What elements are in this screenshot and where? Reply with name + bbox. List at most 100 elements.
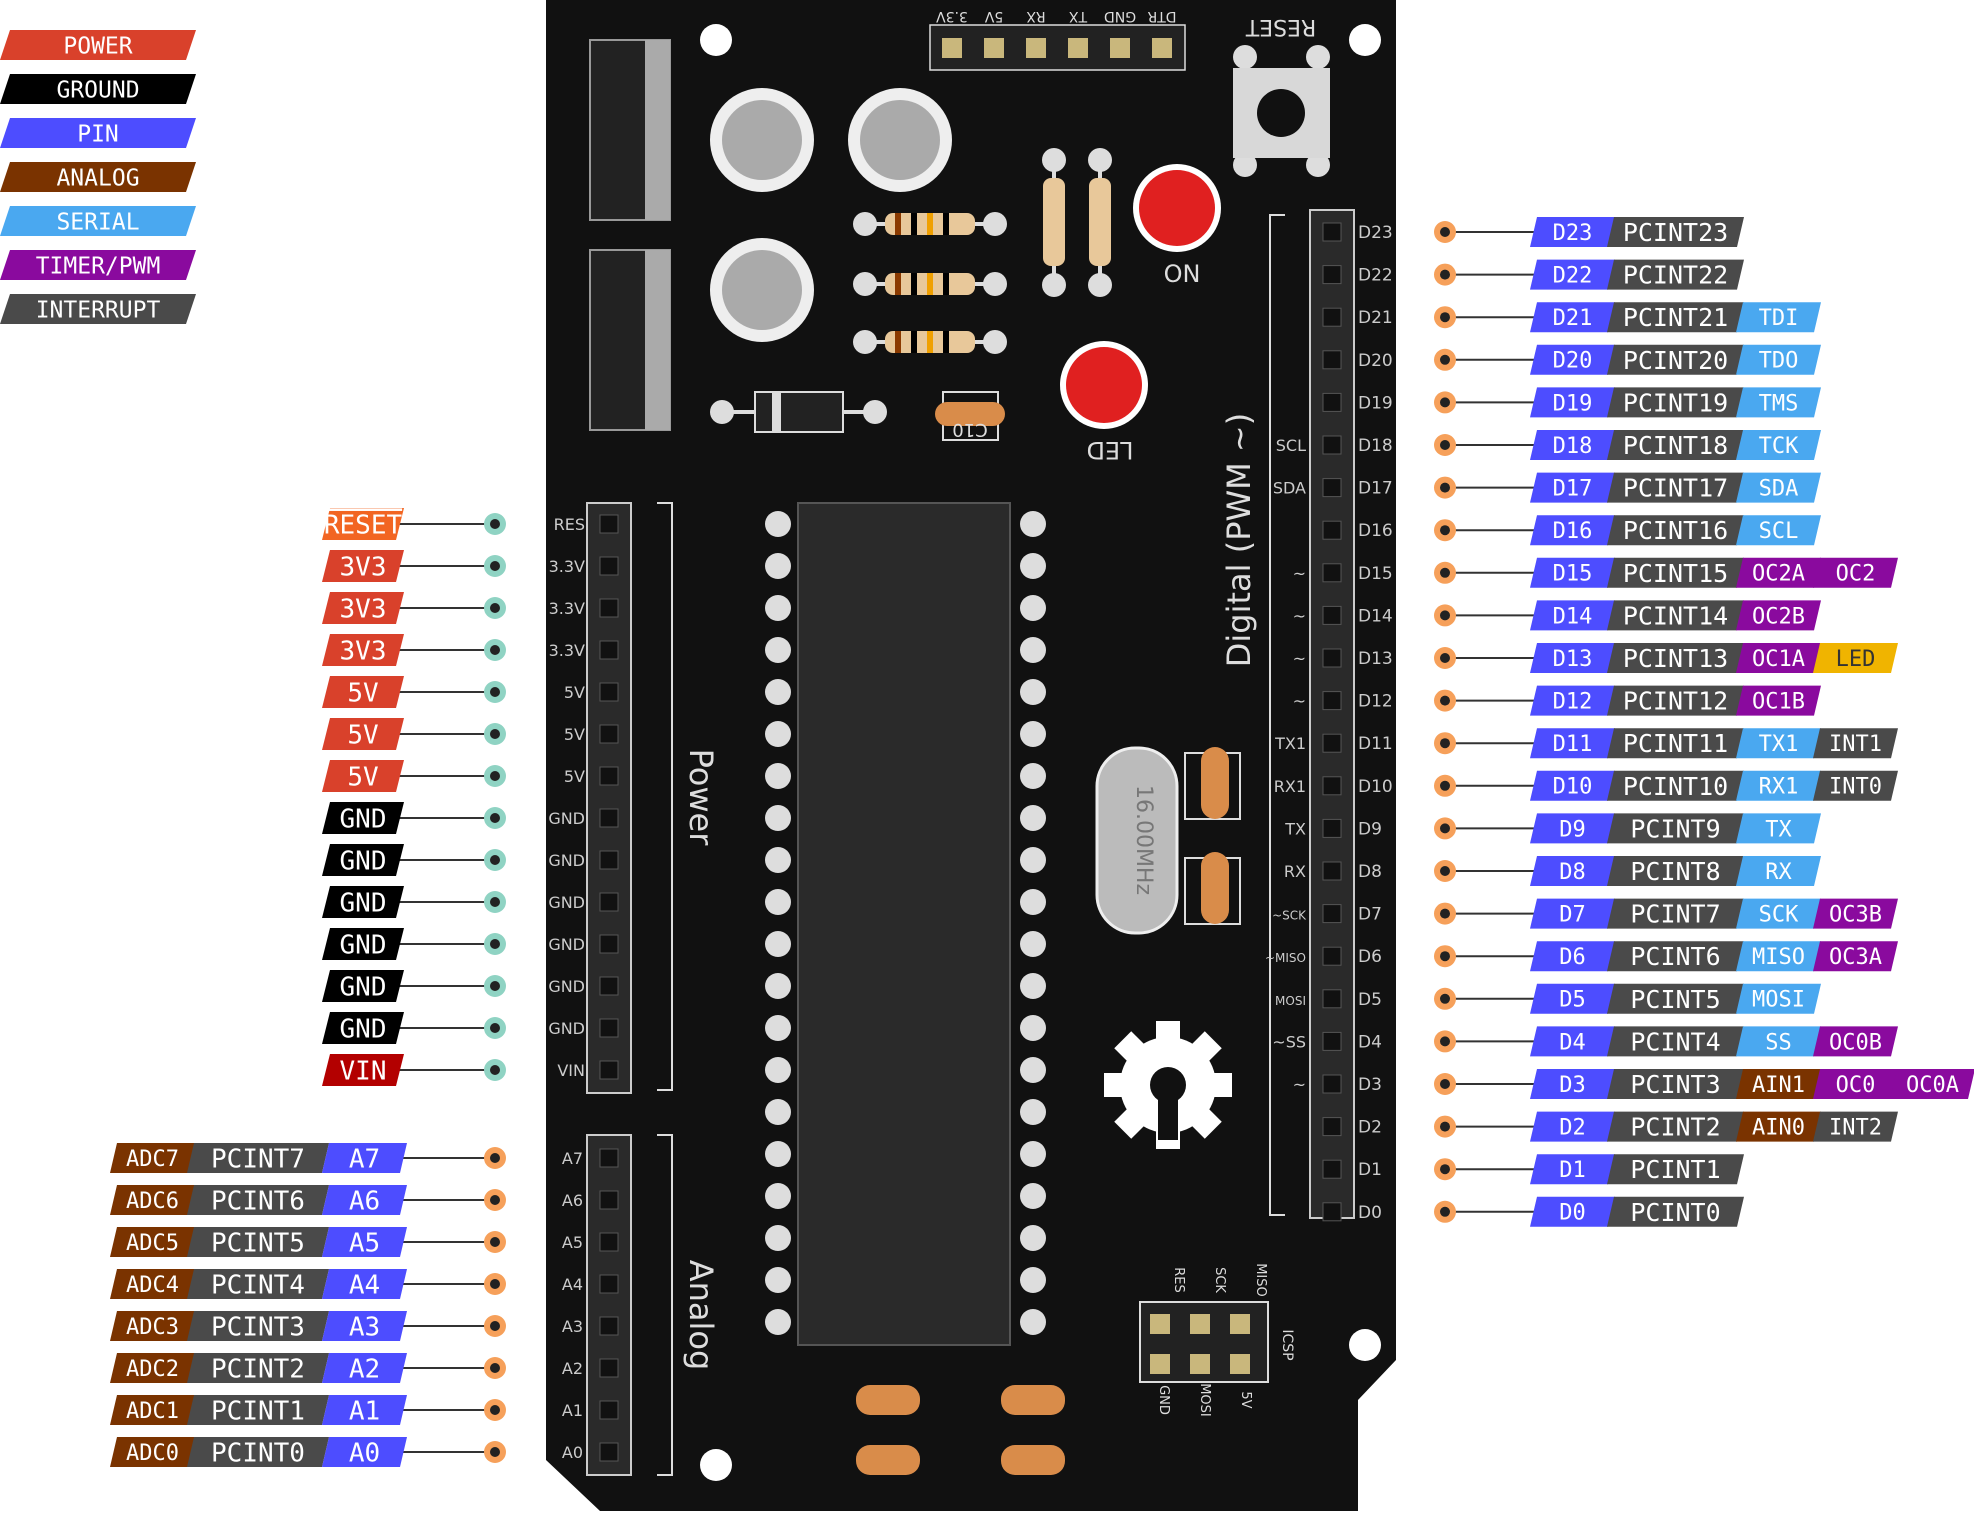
digital-side-label: RX1 bbox=[1274, 777, 1306, 796]
power-pin-5v-text: 5V bbox=[347, 720, 378, 750]
top-header-label: RX bbox=[1026, 8, 1046, 24]
power-header-pin bbox=[599, 1060, 619, 1080]
power-pin-vin-text: VIN bbox=[340, 1056, 387, 1086]
digital-board-label: D11 bbox=[1358, 734, 1393, 754]
digital-pin-tag-text: D6 bbox=[1559, 945, 1586, 970]
power-board-label: GND bbox=[548, 809, 585, 828]
power-pin-3v3-text: 3V3 bbox=[340, 552, 387, 582]
digital-board-label: D0 bbox=[1358, 1203, 1382, 1223]
digital-pin-tag-bg bbox=[1530, 302, 1615, 333]
analog-header-pin bbox=[599, 1442, 619, 1462]
digital-pcint-tag-bg bbox=[1607, 770, 1744, 801]
power-board-label: GND bbox=[548, 893, 585, 912]
digital-pcint-tag: PCINT12 bbox=[1607, 685, 1744, 716]
power-pin-vin: VIN bbox=[322, 1054, 404, 1086]
icsp-pin bbox=[1150, 1354, 1170, 1374]
power-pin-gnd-bg bbox=[322, 802, 404, 834]
icsp-pin bbox=[1150, 1314, 1170, 1334]
digital-pcint-tag: PCINT18 bbox=[1607, 430, 1744, 460]
power-header-pin bbox=[599, 892, 619, 912]
power-connector-hole bbox=[490, 813, 500, 823]
resistor-pad bbox=[1042, 148, 1066, 172]
led-d13 bbox=[1066, 347, 1142, 423]
chip-pin bbox=[1020, 1183, 1046, 1209]
digital-func-tag-tms-text: TMS bbox=[1759, 391, 1799, 416]
icsp-pin bbox=[1230, 1314, 1250, 1334]
digital-pcint-tag: PCINT0 bbox=[1607, 1196, 1744, 1227]
chip-pin bbox=[1020, 1057, 1046, 1083]
reset-leg bbox=[1233, 153, 1257, 177]
digital-pcint-tag-text: PCINT0 bbox=[1630, 1198, 1720, 1227]
digital-pin-tag: D13 bbox=[1530, 643, 1615, 673]
analog-pin-tag-bg bbox=[322, 1311, 407, 1341]
digital-pin-tag-bg bbox=[1530, 983, 1615, 1014]
digital-func-tag-oc2a-text: OC2A bbox=[1752, 562, 1805, 587]
digital-pcint-tag-text: PCINT15 bbox=[1623, 559, 1728, 588]
digital-connector bbox=[1434, 817, 1456, 840]
analog-pcint-tag-text: PCINT2 bbox=[211, 1354, 305, 1384]
digital-pcint-tag-text: PCINT16 bbox=[1623, 516, 1728, 545]
power-pin-3v3: 3V3 bbox=[322, 550, 404, 582]
digital-pcint-tag-text: PCINT18 bbox=[1623, 431, 1728, 460]
chip-pin bbox=[1020, 763, 1046, 789]
analog-pcint-tag-bg bbox=[187, 1311, 329, 1341]
digital-connector bbox=[1434, 945, 1456, 968]
legend-item-interrupt-bg bbox=[0, 294, 196, 324]
analog-pin-tag: A6 bbox=[322, 1185, 407, 1216]
digital-pin-tag-text: D1 bbox=[1559, 1158, 1586, 1183]
digital-func-tag-ain0-bg bbox=[1736, 1111, 1821, 1142]
digital-connector-hole bbox=[1440, 567, 1450, 578]
legend-item-pin: PIN bbox=[0, 118, 196, 148]
power-connector bbox=[484, 1059, 506, 1081]
digital-side-label: ~ bbox=[1293, 564, 1306, 583]
analog-pcint-tag-bg bbox=[187, 1269, 329, 1299]
analog-pin-tag-bg bbox=[322, 1185, 407, 1215]
legend-item-ground-text: GROUND bbox=[56, 77, 139, 103]
chip-pin bbox=[1020, 805, 1046, 831]
digital-pcint-tag: PCINT2 bbox=[1607, 1111, 1744, 1142]
digital-func-tag-led: LED bbox=[1813, 643, 1898, 673]
icsp-top-label: MISO bbox=[1253, 1263, 1268, 1297]
power-connector bbox=[484, 933, 506, 955]
digital-pcint-tag-bg bbox=[1607, 941, 1744, 972]
digital-connector bbox=[1434, 519, 1456, 542]
digital-label: Digital (PWM ~) bbox=[1220, 413, 1258, 667]
analog-adc-tag-text: ADC1 bbox=[126, 1399, 179, 1424]
reset-leg bbox=[1306, 45, 1330, 69]
digital-board-label: D13 bbox=[1358, 649, 1393, 669]
digital-connector bbox=[1434, 221, 1456, 243]
digital-func-tag-int2: INT2 bbox=[1813, 1111, 1898, 1142]
header-pin bbox=[1110, 38, 1130, 58]
digital-pin-tag-bg bbox=[1530, 387, 1615, 418]
digital-pcint-tag-text: PCINT7 bbox=[1630, 900, 1720, 929]
power-header-pin bbox=[599, 640, 619, 660]
analog-connector bbox=[484, 1357, 506, 1379]
digital-connector-hole bbox=[1440, 312, 1450, 323]
analog-adc-tag: ADC0 bbox=[110, 1437, 195, 1467]
analog-pin-tag-bg bbox=[322, 1353, 407, 1383]
power-pin-gnd: GND bbox=[322, 928, 404, 960]
digital-side-label: ~ bbox=[1293, 606, 1306, 625]
digital-board-label: D17 bbox=[1358, 479, 1393, 499]
legend-item-power: POWER bbox=[0, 30, 196, 60]
digital-pin-tag: D14 bbox=[1530, 600, 1615, 631]
power-pin-5v: 5V bbox=[322, 676, 404, 708]
power-connector bbox=[484, 849, 506, 871]
top-header-label: 3.3V bbox=[936, 8, 968, 24]
digital-pin-tag-bg bbox=[1530, 1026, 1615, 1057]
resistor-band bbox=[895, 331, 901, 353]
analog-connector-hole bbox=[490, 1363, 500, 1373]
analog-connector-hole bbox=[490, 1405, 500, 1415]
digital-func-tag-oc3a-bg bbox=[1813, 941, 1898, 972]
analog-pcint-tag-text: PCINT3 bbox=[211, 1312, 305, 1342]
c10-label: C10 bbox=[952, 419, 987, 440]
chip-pin bbox=[1020, 931, 1046, 957]
on-label: ON bbox=[1164, 260, 1201, 288]
digital-func-tag-sck: SCK bbox=[1736, 898, 1821, 929]
digital-func-tag-tms: TMS bbox=[1736, 387, 1821, 418]
power-connector bbox=[484, 765, 506, 787]
analog-pcint-tag-bg bbox=[187, 1227, 329, 1257]
analog-board-label: A2 bbox=[562, 1359, 583, 1378]
legend-item-power-bg bbox=[0, 30, 196, 60]
digital-connector bbox=[1434, 860, 1456, 882]
